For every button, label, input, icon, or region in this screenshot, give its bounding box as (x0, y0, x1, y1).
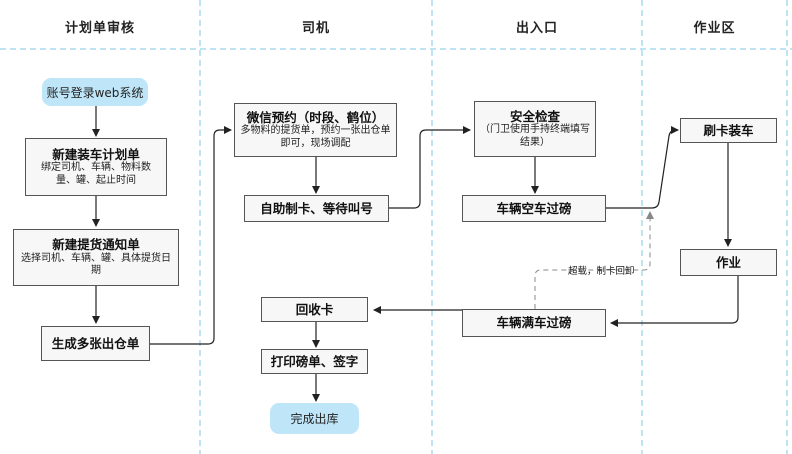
node-print-label: 打印磅单、签字 (270, 353, 359, 369)
arrow-empty-weigh-to-swipe (606, 126, 679, 209)
node-work[interactable]: 作业 (680, 249, 777, 276)
node-new-plan[interactable]: 新建装车计划单 绑定司机、车辆、物料数量、罐、起止时间 (25, 138, 167, 196)
node-self-card[interactable]: 自助制卡、等待叫号 (244, 195, 389, 222)
node-gen-orders[interactable]: 生成多张出仓单 (41, 326, 150, 361)
node-full-weigh[interactable]: 车辆满车过磅 (462, 309, 606, 337)
arrow-work-to-full-weigh (610, 276, 739, 327)
lane-title-plan-review: 计划单审核 (64, 21, 135, 36)
dashed-overload-return (534, 211, 654, 309)
node-login[interactable]: 账号登录web系统 (42, 78, 148, 106)
node-wechat-desc: 多物料的提货单，预约一张出仓单即可，现场调配 (240, 125, 391, 149)
node-swipe-load[interactable]: 刷卡装车 (680, 118, 777, 143)
node-empty-weigh[interactable]: 车辆空车过磅 (462, 195, 606, 222)
node-wechat-title: 微信预约（时段、鹤位） (246, 109, 385, 125)
node-safety-title: 安全检查 (509, 108, 560, 124)
node-wechat-booking[interactable]: 微信预约（时段、鹤位） 多物料的提货单，预约一张出仓单即可，现场调配 (234, 103, 397, 157)
node-safety-check[interactable]: 安全检查 （门卫使用手持终端填写结果） (474, 101, 596, 157)
node-new-plan-desc: 绑定司机、车辆、物料数量、罐、起止时间 (41, 162, 151, 186)
node-done[interactable]: 完成出库 (270, 403, 359, 434)
node-work-label: 作业 (715, 254, 741, 270)
node-self-card-label: 自助制卡、等待叫号 (260, 200, 373, 216)
annotation-overload: 超载，制卡回卸 (568, 266, 635, 277)
node-swipe-load-label: 刷卡装车 (703, 122, 754, 138)
lane-title-gate: 出入口 (515, 21, 558, 36)
node-new-notice-title: 新建提货通知单 (52, 237, 140, 253)
node-safety-desc: （门卫使用手持终端填写结果） (480, 124, 590, 148)
node-done-label: 完成出库 (290, 412, 339, 426)
arrow-orders-to-wechat (150, 126, 232, 345)
lane-title-driver: 司机 (301, 21, 330, 36)
arrow-selfcard-to-safety (389, 126, 471, 209)
node-print[interactable]: 打印磅单、签字 (261, 349, 368, 374)
node-new-plan-title: 新建装车计划单 (52, 146, 140, 162)
node-empty-weigh-label: 车辆空车过磅 (496, 200, 572, 216)
node-recycle-label: 回收卡 (295, 301, 334, 317)
node-new-notice[interactable]: 新建提货通知单 选择司机、车辆、罐、具体提货日期 (13, 229, 179, 286)
node-new-notice-desc: 选择司机、车辆、罐、具体提货日期 (21, 252, 171, 277)
node-full-weigh-label: 车辆满车过磅 (496, 315, 572, 331)
node-login-label: 账号登录web系统 (46, 85, 144, 100)
node-gen-orders-label: 生成多张出仓单 (51, 335, 140, 351)
lane-title-work-area: 作业区 (693, 21, 736, 36)
node-recycle-card[interactable]: 回收卡 (261, 297, 368, 322)
